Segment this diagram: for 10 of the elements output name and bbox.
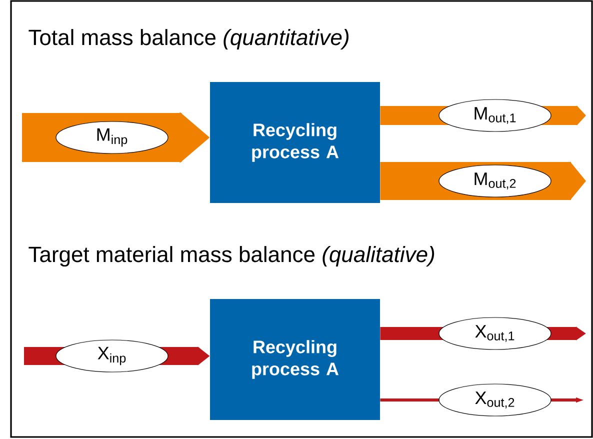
process-box: Recycling process A	[210, 82, 380, 203]
edge-label: M$_{out,2}$	[438, 164, 552, 198]
heading: Target material mass balance (qualitative)	[28, 246, 434, 267]
heading: Total mass balance (quantitative)	[28, 29, 348, 50]
edge-label: X$_{out,1}$	[438, 317, 552, 350]
edge-label: M$_{inp}$	[56, 121, 168, 154]
edge-label: M$_{out,1}$	[438, 99, 552, 132]
edge-label: X$_{out,2}$	[438, 384, 552, 416]
process-box: Recycling process A	[210, 299, 380, 420]
edge-label: X$_{inp}$	[56, 340, 168, 372]
